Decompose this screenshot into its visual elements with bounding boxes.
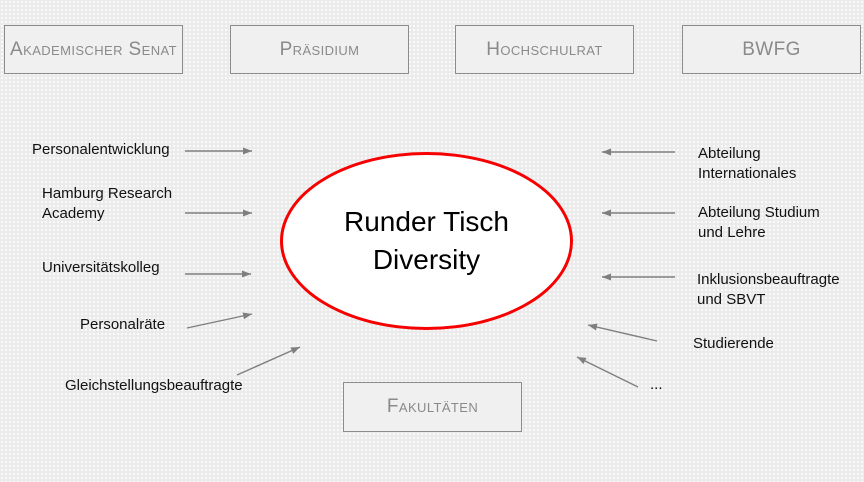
box-hochschulrat-label: Hochschulrat [486,38,603,60]
box-hochschulrat: Hochschulrat [455,25,634,74]
label-personalentwicklung: Personalentwicklung [32,141,170,158]
label-ellipsis: ... [650,376,663,393]
label-abteilung-internationales: Abteilung Internationales [698,145,797,182]
label-inklusionsbeauftragte-und-sbvt: Inklusionsbeauftragte und SBVT [697,271,840,308]
box-fakultaeten: Fakultäten [343,382,522,432]
box-praesidium-label: Präsidium [279,38,360,60]
center-ellipse-label: Runder Tisch Diversity [344,206,509,275]
box-bwfg-label: BWFG [742,38,801,60]
box-praesidium: Präsidium [230,25,409,74]
arrow-personalraete [186,312,253,329]
center-ellipse-runder-tisch-diversity: Runder Tisch Diversity [280,152,573,330]
label-abteilung-studium-und-lehre: Abteilung Studium und Lehre [698,204,820,241]
box-fakultaeten-label: Fakultäten [386,396,479,417]
arrow-studierende [587,323,658,342]
label-personalraete: Personalräte [80,316,166,333]
box-bwfg: BWFG [682,25,861,74]
arrow-gleichstellungsbeauftragte [236,346,301,376]
box-akademischer-senat-label: Akademischer Senat [10,38,177,60]
label-hamburg-research-academy: Hamburg Research Academy [42,185,173,222]
label-universitaetskolleg: Universitätskolleg [42,259,160,276]
box-akademischer-senat: Akademischer Senat [4,25,183,74]
label-studierende: Studierende [693,335,774,352]
label-gleichstellungsbeauftragte: Gleichstellungsbeauftragte [65,377,243,394]
arrow-ellipsis [576,356,639,388]
